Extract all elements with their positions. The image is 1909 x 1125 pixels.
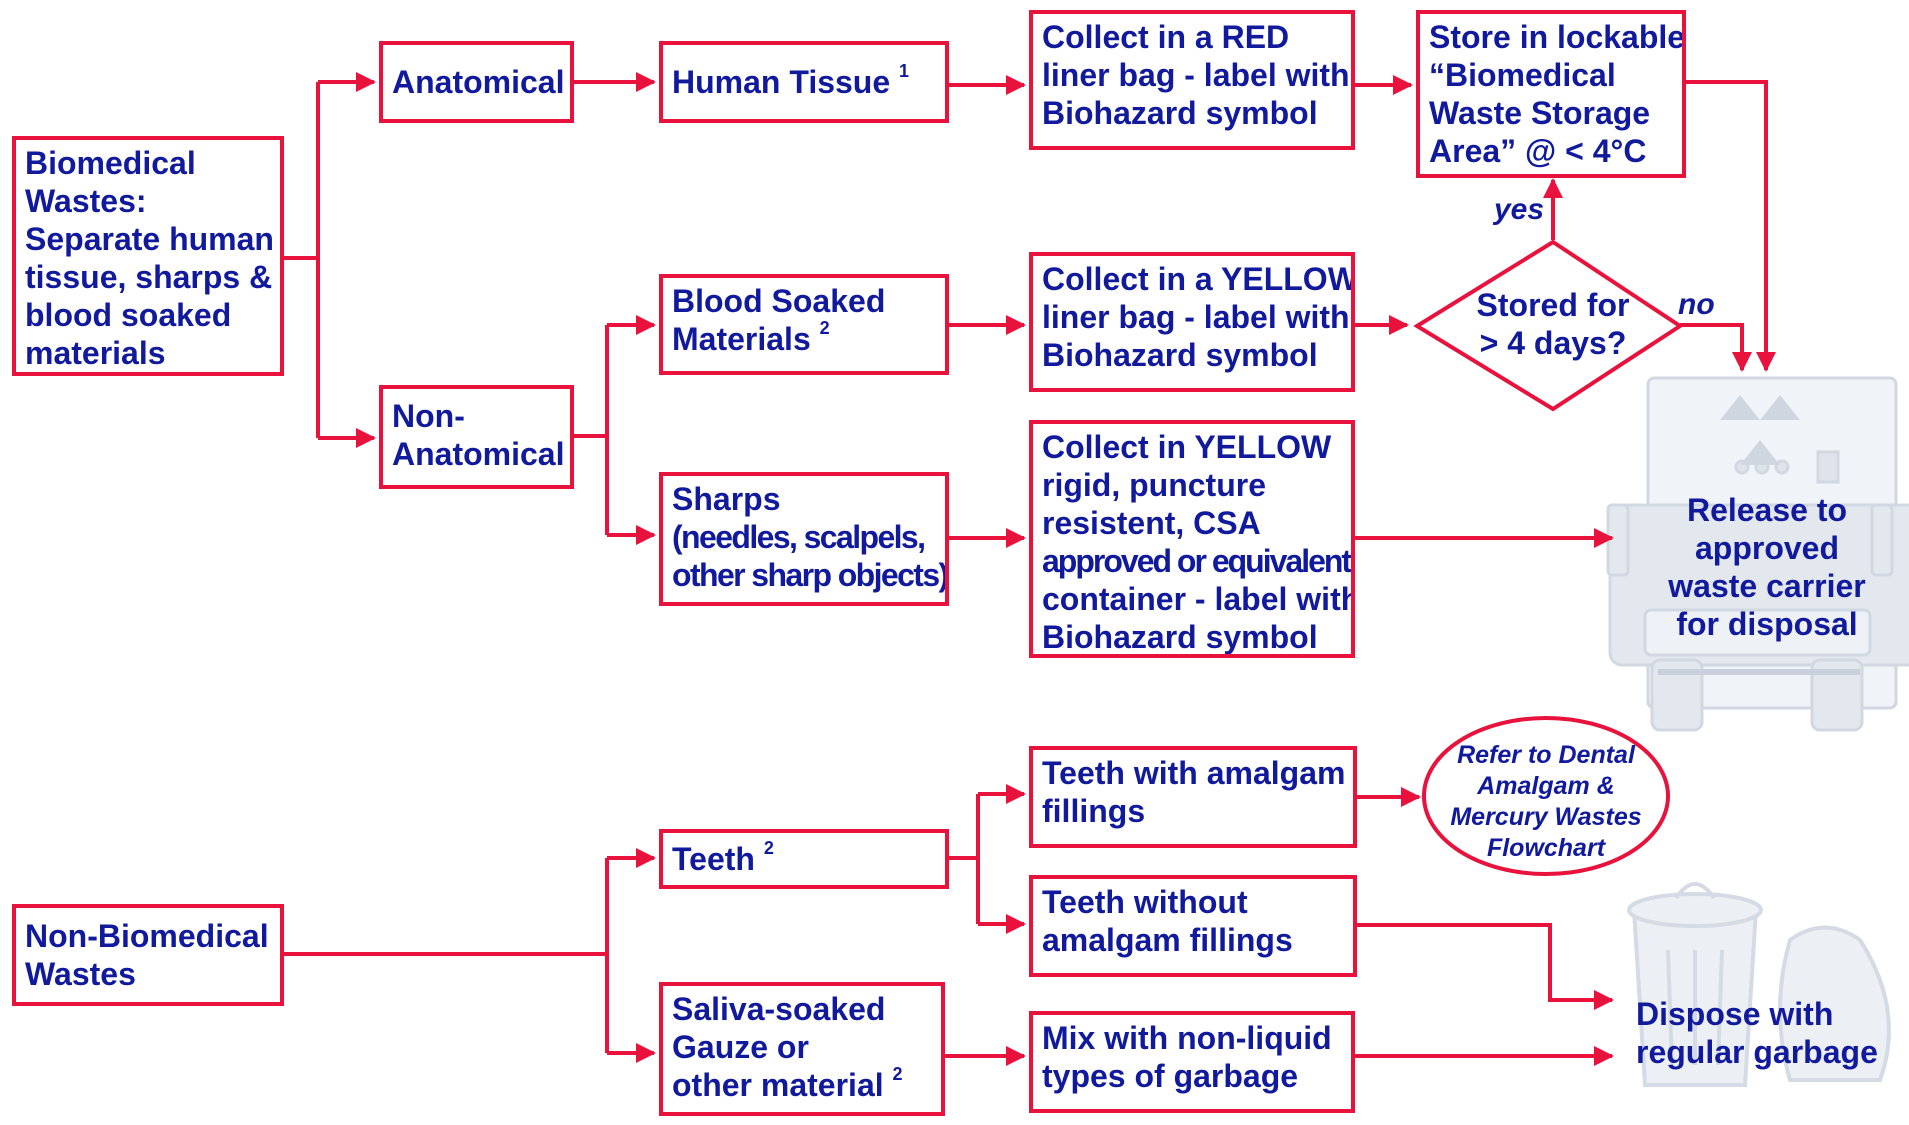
blood-soaked-line-2: Materials 2 — [672, 318, 830, 357]
dispose-line-1: Dispose with — [1636, 996, 1834, 1032]
human-tissue-box: Human Tissue 1 — [659, 41, 949, 123]
decision-text: Stored for > 4 days? — [1468, 286, 1638, 362]
sharps-line-3: other sharp objects) — [672, 557, 948, 593]
collect-red-line-2: liner bag - label with — [1042, 57, 1350, 93]
non-anatomical-line-1: Non- — [392, 398, 465, 434]
yes-label: yes — [1494, 193, 1545, 226]
release-line-4: for disposal — [1676, 606, 1858, 642]
storage-line-3: Waste Storage — [1429, 95, 1651, 131]
human-tissue-footnote: 1 — [899, 61, 910, 82]
release-line-2: approved — [1694, 530, 1840, 566]
saliva-line-3: other material 2 — [672, 1064, 903, 1103]
refer-ellipse — [1422, 716, 1670, 876]
refer-text: Refer to Dental Amalgam & Mercury Wastes… — [1436, 740, 1656, 864]
connectors — [284, 72, 1776, 1066]
biomedical-line-2: Wastes: — [25, 183, 147, 219]
anatomical-label: Anatomical — [392, 64, 565, 100]
biomedical-line-4: tissue, sharps & — [25, 259, 273, 295]
blood-soaked-line-1: Blood Soaked — [672, 283, 886, 319]
dispose-line-2: regular garbage — [1636, 1034, 1878, 1070]
storage-line-1: Store in lockable — [1429, 19, 1686, 55]
teeth-no-amalgam-line-2: amalgam fillings — [1042, 922, 1293, 958]
collect-rigid-line-5: container - label with — [1042, 581, 1355, 617]
storage-line-4: Area” @ < 4°C — [1429, 133, 1647, 169]
sharps-line-1: Sharps — [672, 481, 781, 517]
collect-rigid-line-6: Biohazard symbol — [1042, 619, 1318, 655]
collect-yellow-box: Collect in a YELLOW liner bag - label wi… — [1029, 252, 1355, 392]
decision-line-1: Stored for — [1476, 287, 1630, 323]
biomedical-wastes-box: Biomedical Wastes: Separate human tissue… — [12, 136, 284, 376]
teeth-no-amalgam-box: Teeth without amalgam fillings — [1029, 875, 1357, 977]
decision-line-2: > 4 days? — [1479, 325, 1627, 361]
collect-rigid-line-4: approved or equivalent — [1042, 543, 1351, 579]
human-tissue-label: Human Tissue 1 — [672, 61, 910, 100]
biomedical-line-6: materials — [25, 335, 166, 371]
collect-yellow-line-2: liner bag - label with — [1042, 299, 1350, 335]
teeth-box: Teeth 2 — [659, 829, 949, 889]
refer-line-3: Mercury Wastes — [1450, 803, 1642, 831]
no-label: no — [1678, 288, 1715, 321]
teeth-amalgam-line-2: fillings — [1042, 793, 1146, 829]
teeth-label: Teeth 2 — [672, 838, 774, 877]
storage-line-2: “Biomedical — [1429, 57, 1616, 93]
teeth-amalgam-line-1: Teeth with amalgam — [1042, 755, 1346, 791]
collect-rigid-line-3: resistent, CSA — [1042, 505, 1261, 541]
biomedical-line-5: blood soaked — [25, 297, 232, 333]
recycling-truck-icon — [1606, 376, 1909, 732]
collect-rigid-line-1: Collect in YELLOW — [1042, 429, 1332, 465]
non-biomedical-line-1: Non-Biomedical — [25, 918, 269, 954]
blood-soaked-footnote: 2 — [819, 318, 830, 339]
storage-area-box: Store in lockable “Biomedical Waste Stor… — [1416, 10, 1686, 178]
collect-rigid-box: Collect in YELLOW rigid, puncture resist… — [1029, 420, 1355, 658]
collect-red-line-1: Collect in a RED — [1042, 19, 1290, 55]
saliva-footnote: 2 — [892, 1064, 903, 1085]
collect-rigid-line-2: rigid, puncture — [1042, 467, 1266, 503]
release-text: Release to approved waste carrier for di… — [1652, 491, 1882, 643]
biomedical-line-1: Biomedical — [25, 145, 196, 181]
collect-red-box: Collect in a RED liner bag - label with … — [1029, 10, 1355, 150]
teeth-amalgam-box: Teeth with amalgam fillings — [1029, 746, 1357, 848]
mix-line-1: Mix with non-liquid — [1042, 1020, 1332, 1056]
blood-soaked-box: Blood Soaked Materials 2 — [659, 274, 949, 375]
teeth-footnote: 2 — [763, 838, 774, 859]
non-biomedical-line-2: Wastes — [25, 956, 136, 992]
collect-red-line-3: Biohazard symbol — [1042, 95, 1318, 131]
refer-line-2: Amalgam & — [1477, 772, 1615, 800]
release-line-3: waste carrier — [1668, 568, 1866, 604]
saliva-box: Saliva-soaked Gauze or other material 2 — [659, 982, 945, 1116]
mix-line-2: types of garbage — [1042, 1058, 1299, 1094]
anatomical-box: Anatomical — [379, 41, 574, 123]
mix-box: Mix with non-liquid types of garbage — [1029, 1011, 1355, 1113]
garbage-can-icon — [1627, 882, 1891, 1087]
saliva-line-1: Saliva-soaked — [672, 991, 886, 1027]
teeth-no-amalgam-line-1: Teeth without — [1042, 884, 1248, 920]
decision-diamond — [1413, 239, 1684, 412]
non-anatomical-box: Non- Anatomical — [379, 385, 574, 489]
sharps-box: Sharps (needles, scalpels, other sharp o… — [659, 472, 949, 606]
collect-yellow-line-1: Collect in a YELLOW — [1042, 261, 1355, 297]
dispose-text: Dispose with regular garbage — [1636, 995, 1878, 1071]
non-anatomical-line-2: Anatomical — [392, 436, 565, 472]
biomedical-line-3: Separate human — [25, 221, 274, 257]
collect-yellow-line-3: Biohazard symbol — [1042, 337, 1318, 373]
release-line-1: Release to — [1686, 492, 1848, 528]
saliva-line-2: Gauze or — [672, 1029, 809, 1065]
sharps-line-2: (needles, scalpels, — [672, 519, 926, 555]
refer-line-1: Refer to Dental — [1457, 741, 1635, 769]
non-biomedical-wastes-box: Non-Biomedical Wastes — [12, 904, 284, 1006]
refer-line-4: Flowchart — [1486, 834, 1606, 862]
